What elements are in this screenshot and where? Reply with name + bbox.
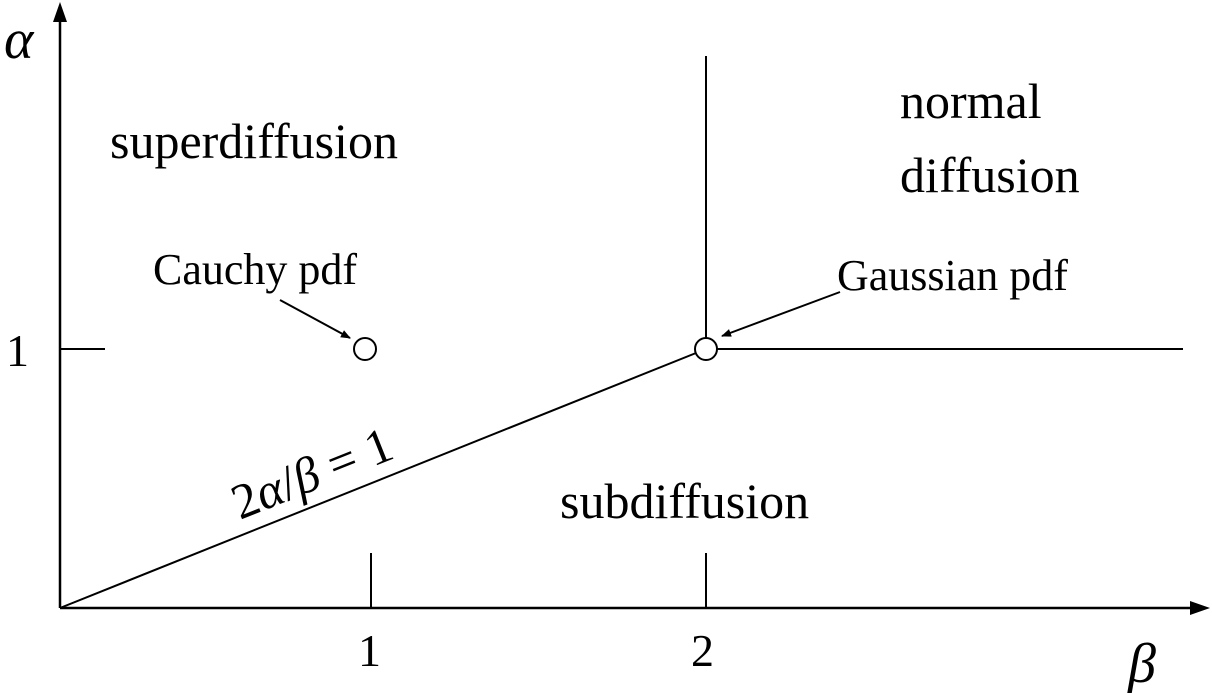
x-axis-arrowhead <box>1190 601 1210 615</box>
y-axis-arrowhead <box>53 2 67 22</box>
x-tick-label-2: 2 <box>691 625 714 676</box>
axes: α β <box>4 2 1210 693</box>
ticks: 1 1 2 <box>6 325 714 676</box>
superdiffusion-label: superdiffusion <box>110 113 398 169</box>
gaussian-pdf-point <box>694 337 718 361</box>
callouts: Cauchy pdf Gaussian pdf <box>153 245 1068 339</box>
cauchy-pdf-point <box>353 337 377 361</box>
points <box>353 337 718 361</box>
y-axis-symbol: α <box>4 9 35 71</box>
region-labels: superdiffusion normal diffusion subdiffu… <box>110 73 1080 529</box>
region-boundaries <box>59 56 1183 609</box>
normal-diffusion-label-line2: diffusion <box>900 147 1080 203</box>
boundary-equation-label: 2α/β = 1 <box>223 416 400 530</box>
subdiffusion-label: subdiffusion <box>560 473 809 529</box>
subdiffusion-boundary-line <box>59 348 707 609</box>
normal-diffusion-label-line1: normal <box>900 73 1042 129</box>
gaussian-pdf-arrow <box>721 291 841 337</box>
cauchy-pdf-label: Cauchy pdf <box>153 245 357 294</box>
gaussian-pdf-label: Gaussian pdf <box>837 251 1068 300</box>
cauchy-pdf-arrow <box>279 299 351 339</box>
x-tick-label-1: 1 <box>358 625 381 676</box>
y-tick-label-1: 1 <box>6 325 29 376</box>
x-axis-symbol: β <box>1127 633 1156 693</box>
